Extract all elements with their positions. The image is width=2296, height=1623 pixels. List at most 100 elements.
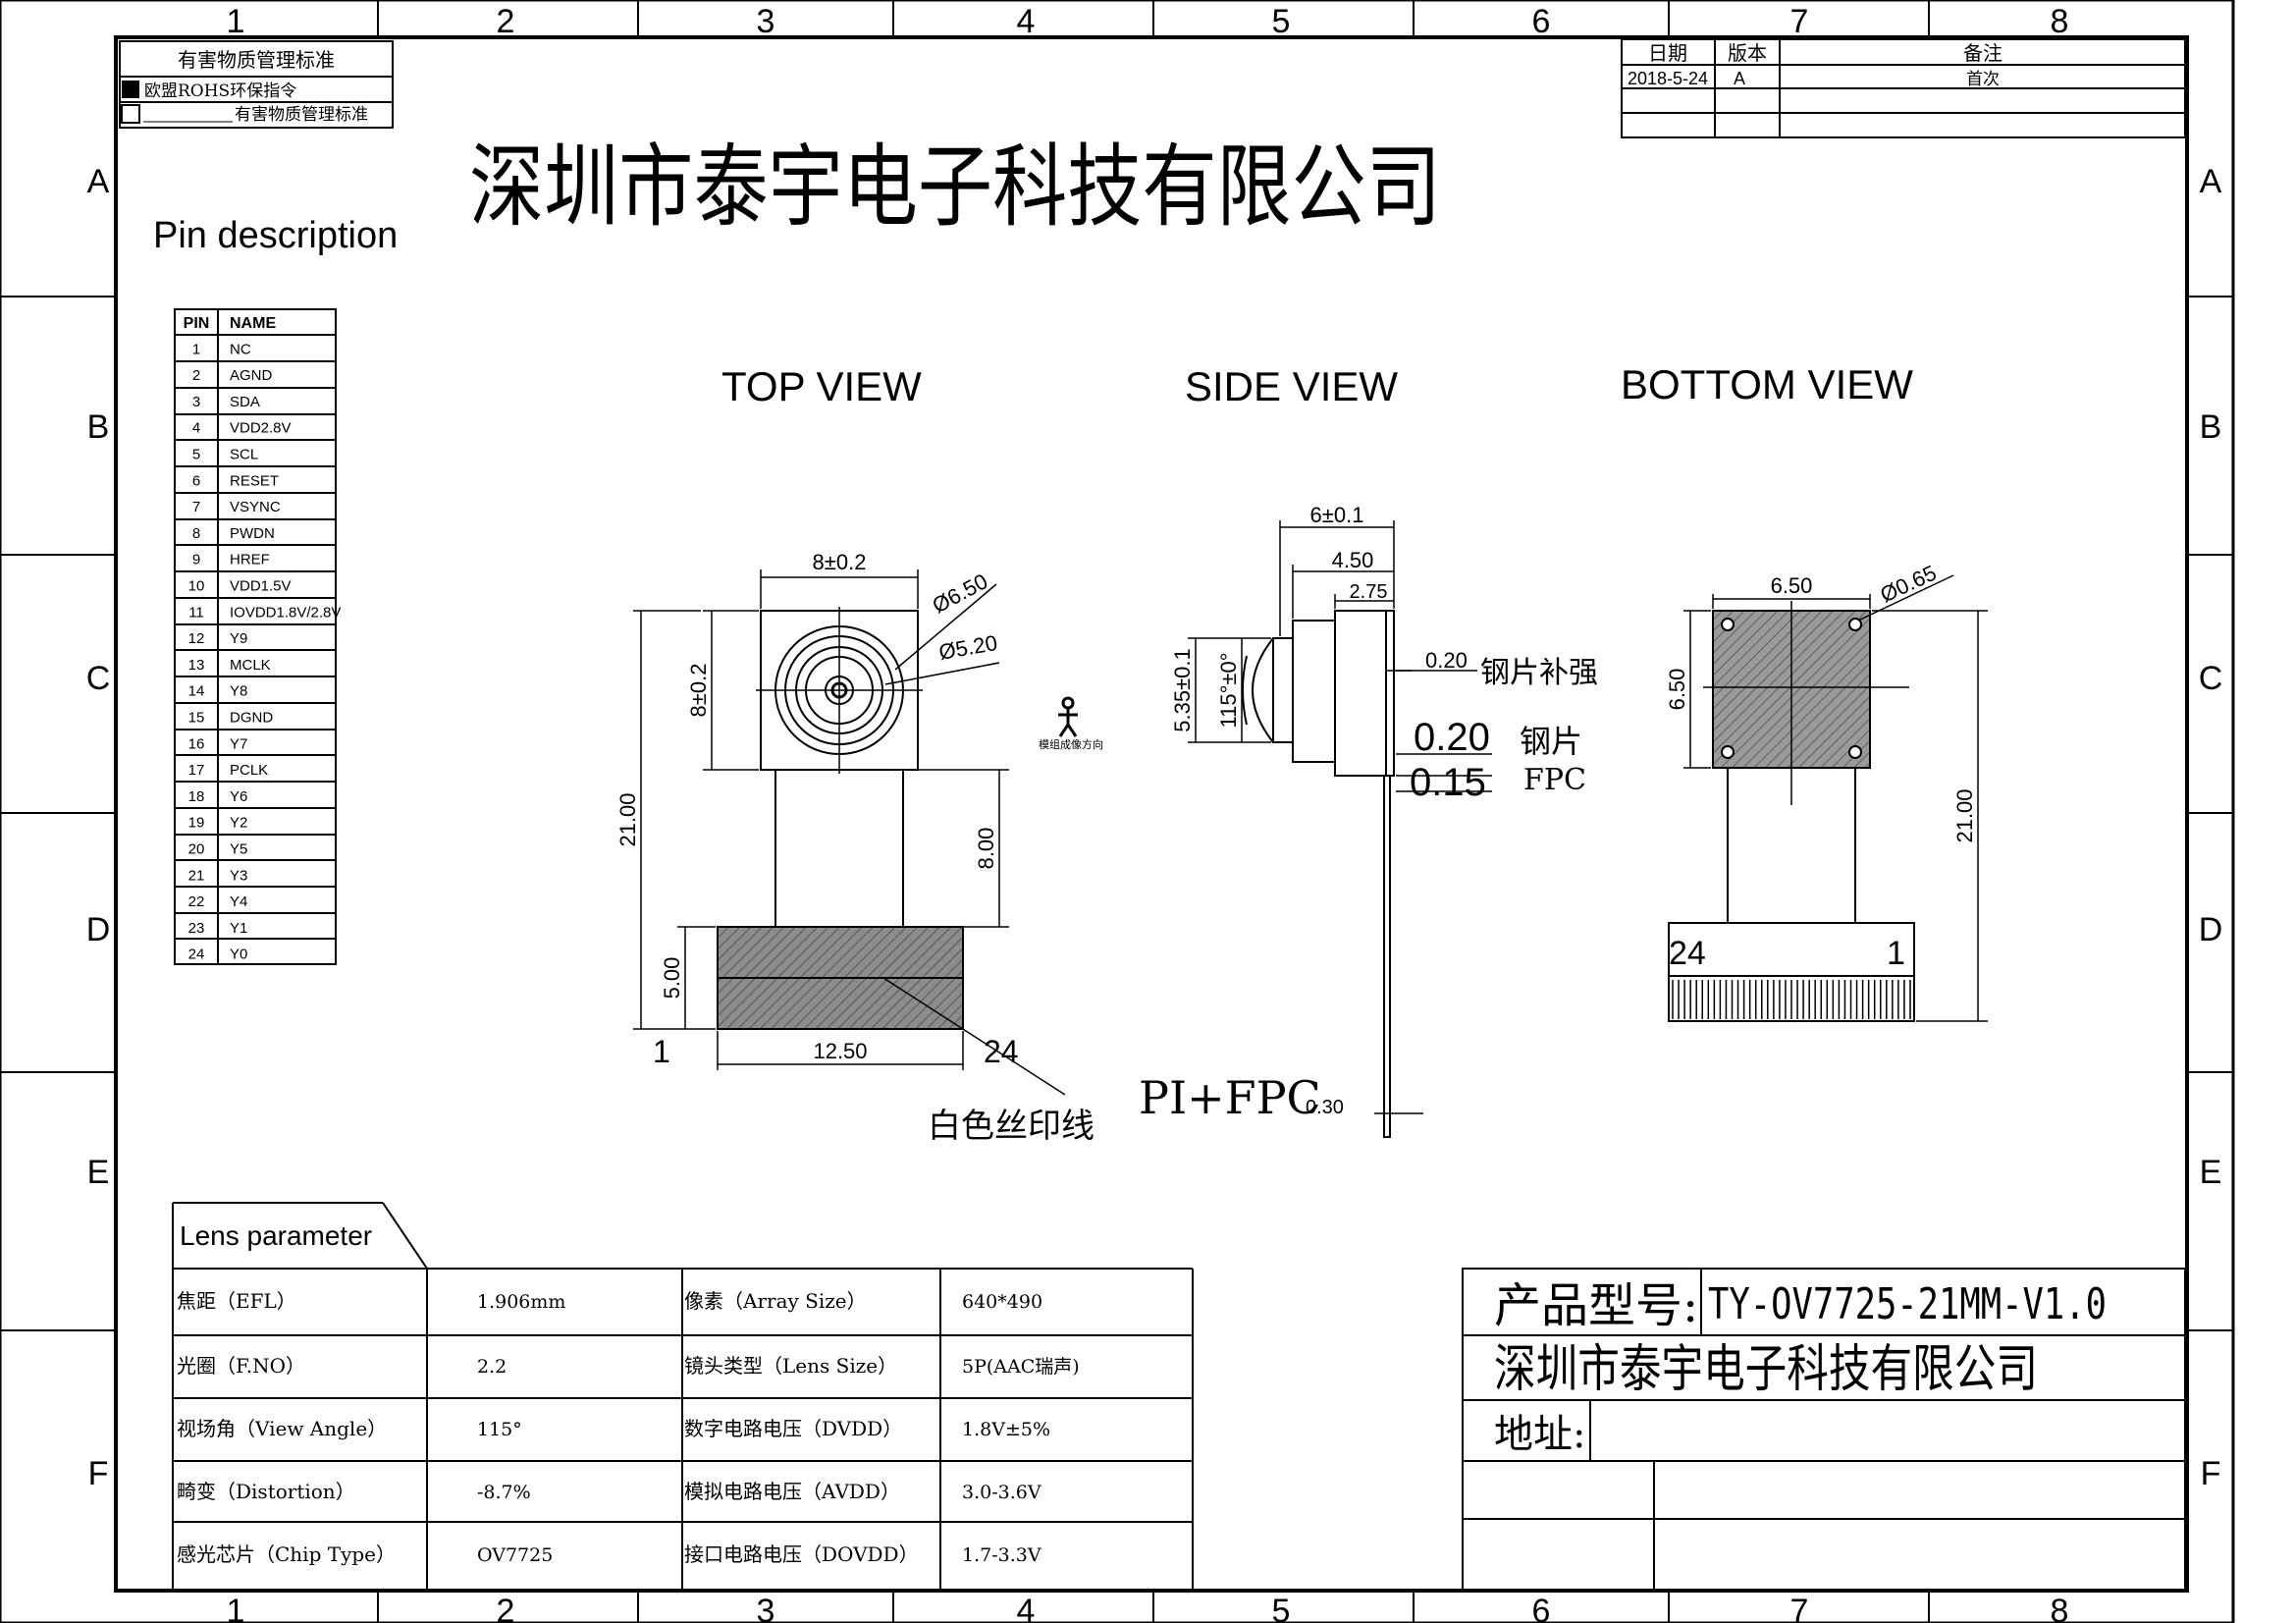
col-label: 8	[2051, 1593, 2069, 1623]
lens-param-key: 数字电路电压（DVDD）	[684, 1417, 902, 1440]
pin-number: 23	[188, 920, 205, 937]
pin-number: 18	[188, 788, 205, 805]
top-connector-width-dim: 12.50	[813, 1039, 867, 1063]
pin-number: 17	[188, 762, 205, 779]
pin-name: PWDN	[230, 525, 275, 542]
checkbox-empty-icon	[121, 104, 140, 124]
revision-notes: 首次	[1966, 70, 2000, 89]
hazard-item-label: 欧盟ROHS环保指令	[144, 81, 296, 101]
pin-name: VDD2.8V	[230, 420, 292, 437]
lens-param-key: 感光芯片（Chip Type）	[177, 1542, 396, 1566]
side-view-labels: 6±0.1 4.50 2.75 5.35±0.1 115°±0° 0.20 钢片…	[1139, 503, 1598, 1124]
bottom-view-drawing	[1668, 574, 1988, 1022]
lens-param-value: OV7725	[477, 1544, 553, 1566]
col-label: 3	[757, 3, 775, 40]
pin-number: 11	[188, 604, 204, 621]
pin-name: Y6	[230, 788, 247, 805]
row-label: F	[88, 1455, 109, 1492]
revision-table: 日期 版本 备注 2018-5-24 A 首次	[1621, 38, 2186, 138]
top-view-drawing	[633, 569, 1066, 1096]
steel-label: 钢片	[1520, 723, 1582, 760]
revision-version: A	[1734, 69, 1745, 88]
pin-name: Y0	[230, 947, 247, 963]
col-label: 1	[227, 3, 245, 40]
row-label: A	[87, 163, 110, 200]
lens-param-value: 1.8V±5%	[962, 1419, 1050, 1440]
lens-param-key: 接口电路电压（DOVDD）	[684, 1542, 919, 1566]
top-total-length-dim: 21.00	[615, 792, 640, 846]
lens-param-value: 2.2	[477, 1356, 507, 1378]
lens-param-value: 3.0-3.6V	[962, 1482, 1041, 1503]
side-angle-dim: 115°±0°	[1216, 653, 1241, 729]
pin-number: 20	[188, 840, 205, 857]
stiffener-thickness-dim: 0.20	[1425, 648, 1468, 673]
pin-number: 2	[192, 367, 200, 384]
pin-number: 15	[188, 709, 205, 726]
top-pin-last: 24	[984, 1034, 1019, 1069]
bottom-pin-first: 24	[1669, 935, 1706, 972]
bottom-pin-last: 1	[1887, 935, 1905, 972]
pin-header-pin: PIN	[184, 315, 210, 332]
pin-number: 5	[192, 446, 200, 462]
pin-number: 12	[188, 630, 205, 647]
pin-name: Y2	[230, 815, 247, 832]
side-view-title: SIDE VIEW	[1185, 363, 1398, 409]
pin-number: 7	[192, 499, 200, 515]
fpc-label: FPC	[1523, 763, 1586, 797]
col-label: 5	[1272, 1593, 1291, 1623]
pin-number: 8	[192, 525, 200, 542]
pin-number: 14	[188, 683, 205, 700]
fpc-thickness-dim: 0.15	[1410, 761, 1486, 804]
side-holder-width-dim: 4.50	[1332, 548, 1374, 572]
pin-name: VSYNC	[230, 499, 281, 515]
col-label: 4	[1017, 1593, 1036, 1623]
col-label: 1	[227, 1593, 245, 1623]
col-label: 7	[1790, 3, 1809, 40]
pin-number: 10	[188, 577, 205, 594]
row-label: B	[87, 408, 110, 446]
pin-section-title: Pin description	[153, 215, 398, 256]
imaging-direction-icon	[1058, 696, 1078, 737]
revision-header-date: 日期	[1648, 41, 1687, 65]
border-row-labels: A B C D E F A B C D E F	[86, 163, 2223, 1492]
pin-name: Y4	[230, 893, 247, 910]
pin-name: RESET	[230, 472, 279, 489]
row-label: E	[2200, 1154, 2222, 1191]
col-label: 3	[757, 1593, 775, 1623]
pin-name: Y1	[230, 920, 247, 937]
bottom-height-dim: 6.50	[1665, 669, 1689, 711]
model-label: 产品型号:	[1494, 1278, 1698, 1333]
bottom-width-dim: 6.50	[1771, 573, 1813, 598]
hazard-title: 有害物质管理标准	[178, 48, 335, 72]
pin-number: 21	[188, 867, 205, 884]
lens-param-key: 畸变（Distortion）	[177, 1480, 355, 1503]
bottom-connector-pins	[1669, 975, 1914, 1019]
row-label: F	[2201, 1455, 2221, 1492]
top-flex-length-dim: 8.00	[974, 828, 998, 870]
row-label: A	[2200, 163, 2222, 200]
pin-number: 13	[188, 657, 205, 674]
pin-name: DGND	[230, 709, 273, 726]
pi-fpc-thickness-dim: 0.30	[1306, 1097, 1344, 1118]
pin-number: 4	[192, 420, 200, 437]
col-label: 6	[1532, 3, 1551, 40]
lens-param-key: 镜头类型（Lens Size）	[684, 1354, 897, 1378]
revision-header-version: 版本	[1728, 41, 1767, 65]
pin-number: 1	[192, 341, 200, 357]
pin-name: PCLK	[230, 762, 268, 779]
title-block: 产品型号: TY-OV7725-21MM-V1.0 深圳市泰宇电子科技有限公司 …	[1462, 1268, 2186, 1592]
stiffener-label: 钢片补强	[1480, 656, 1598, 690]
top-connector-height-dim: 5.00	[660, 957, 684, 1000]
lens-param-value: 640*490	[962, 1291, 1042, 1313]
company-title: 深圳市泰宇电子科技有限公司	[469, 135, 1441, 240]
top-height-dim: 8±0.2	[686, 664, 711, 718]
lens-param-key: 光圈（F.NO）	[177, 1354, 305, 1378]
pin-number: 9	[192, 552, 200, 568]
pin-name: MCLK	[230, 657, 271, 674]
pin-number: 22	[188, 893, 205, 910]
pin-number: 24	[188, 947, 205, 963]
side-view-drawing	[1188, 520, 1492, 1138]
row-label: C	[86, 660, 111, 697]
